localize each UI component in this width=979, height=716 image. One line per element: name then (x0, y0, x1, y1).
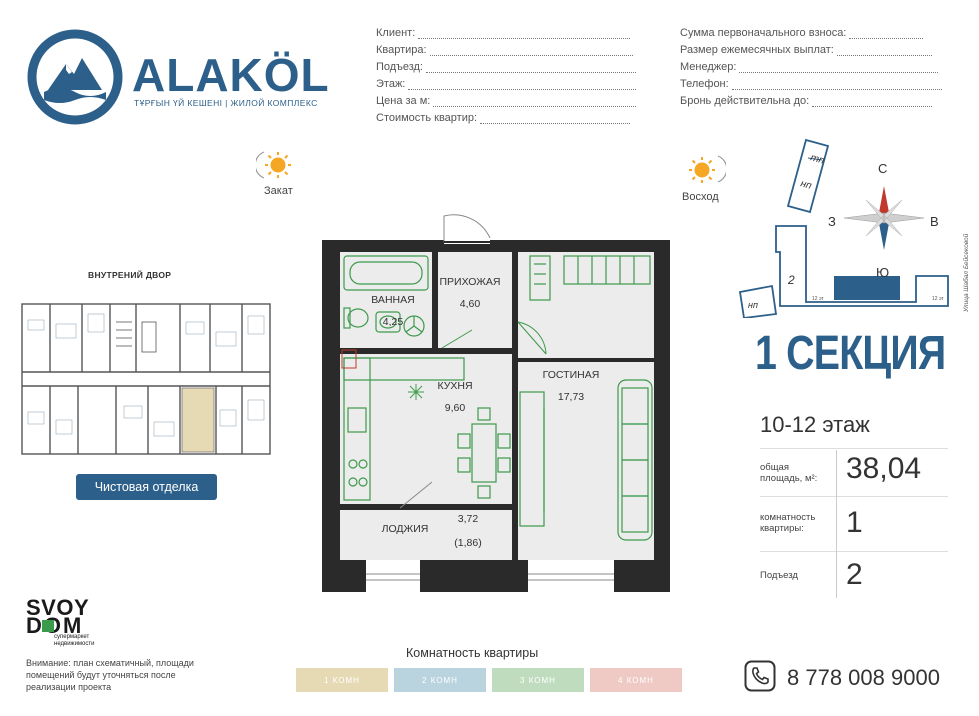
courtyard-label: ВНУТРЕНИЙ ДВОР (88, 270, 172, 280)
brand-line2: DOM (26, 613, 84, 638)
apartment-plan (322, 212, 670, 592)
spec-rooms-value: 1 (846, 506, 863, 539)
key-plan-np-left: нп (748, 300, 758, 310)
spec-total-area-label: общая площадь, м²: (760, 462, 818, 484)
compass-north: С (878, 161, 888, 176)
form-field-reservation: Бронь действительна до: (680, 95, 933, 107)
floor-plan-thumbnail[interactable] (20, 302, 272, 456)
form-field-apartment: Квартира: (376, 44, 633, 56)
brand-logo-square-icon (42, 620, 54, 632)
form-field-entrance: Подъезд: (376, 61, 636, 73)
room-kitchen-area: 9,60 (444, 402, 466, 414)
compass-south: Ю (876, 265, 890, 280)
spec-divider-2 (760, 551, 948, 552)
key-plan-dim-2: 12 эт (932, 296, 944, 302)
spec-entrance-label: Подъезд (760, 570, 798, 581)
room-hall-area: 4,60 (459, 298, 481, 310)
compass-west: З (828, 214, 836, 229)
sunrise-icon (689, 155, 726, 183)
legend-4-room: 4 КОМН (590, 668, 682, 692)
room-bath-area: 4,25 (382, 316, 404, 328)
brand-tagline-1: супермаркет (54, 634, 90, 640)
compass-rose-icon (843, 186, 925, 250)
phone-icon (744, 660, 776, 692)
brand-tagline-2: недвижимости (54, 641, 95, 647)
room-bath-name: ВАННАЯ (371, 294, 415, 306)
spec-divider-1 (760, 496, 948, 497)
room-hall-name: ПРИХОЖАЯ (439, 276, 501, 288)
room-living-area: 17,73 (557, 391, 585, 403)
key-plan: тп нп 2 нп 12 эт 12 эт Улица Шабал Бейсе… (738, 138, 970, 318)
sunset-label: Закат (264, 185, 293, 197)
room-loggia-area: 3,72 (457, 513, 479, 525)
sunrise-label: Восход (682, 191, 719, 203)
alakol-logo-icon (27, 29, 123, 125)
legend-3-room: 3 КОМН (492, 668, 584, 692)
spec-rooms-label: комнатность квартиры: (760, 512, 816, 534)
spec-vertical-divider (836, 450, 837, 598)
finish-button[interactable]: Чистовая отделка (76, 474, 217, 500)
form-field-price-per-m: Цена за м: (376, 95, 637, 107)
rooms-legend-title: Комнатность квартиры (406, 646, 539, 660)
logo-name: ALAKÖL (132, 49, 330, 101)
disclaimer-text: Внимание: план схематичный, площади поме… (26, 658, 194, 692)
form-field-phone: Телефон: (680, 78, 942, 90)
form-field-down-payment: Сумма первоначального взноса: (680, 27, 924, 39)
form-field-client: Клиент: (376, 27, 631, 39)
room-loggia-area-reduced: (1,86) (454, 537, 482, 549)
logo-subtitle: ТҰРҒЫН ҮЙ КЕШЕНІ | ЖИЛОЙ КОМПЛЕКС (134, 98, 318, 108)
key-plan-street: Улица Шабал Бейсековой (962, 233, 970, 313)
key-plan-tp: тп (809, 152, 826, 167)
form-field-total-cost: Стоимость квартир: (376, 112, 631, 124)
brand-line1: SVOY (26, 595, 90, 620)
spec-total-area-value: 38,04 (846, 452, 922, 485)
room-kitchen-name: КУХНЯ (437, 380, 473, 392)
floor-range: 10-12 этаж (760, 412, 870, 437)
legend-2-room: 2 КОМН (394, 668, 486, 692)
key-plan-dim-1: 12 эт (812, 296, 824, 302)
sunset-icon (256, 151, 291, 179)
spec-divider-top (760, 448, 948, 449)
key-plan-np-top: нп (799, 178, 813, 192)
form-field-monthly-payment: Размер ежемесячных выплат: (680, 44, 932, 56)
form-field-floor: Этаж: (376, 78, 637, 90)
form-field-manager: Менеджер: (680, 61, 939, 73)
compass-east: В (930, 214, 939, 229)
phone-number[interactable]: 8 778 008 9000 (787, 665, 940, 690)
key-plan-section-number: 2 (787, 273, 795, 287)
room-living-name: ГОСТИНАЯ (542, 369, 600, 381)
room-loggia-name: ЛОДЖИЯ (381, 523, 429, 535)
legend-1-room: 1 КОМН (296, 668, 388, 692)
section-title: 1 СЕКЦИЯ (755, 327, 946, 380)
spec-entrance-value: 2 (846, 558, 863, 591)
